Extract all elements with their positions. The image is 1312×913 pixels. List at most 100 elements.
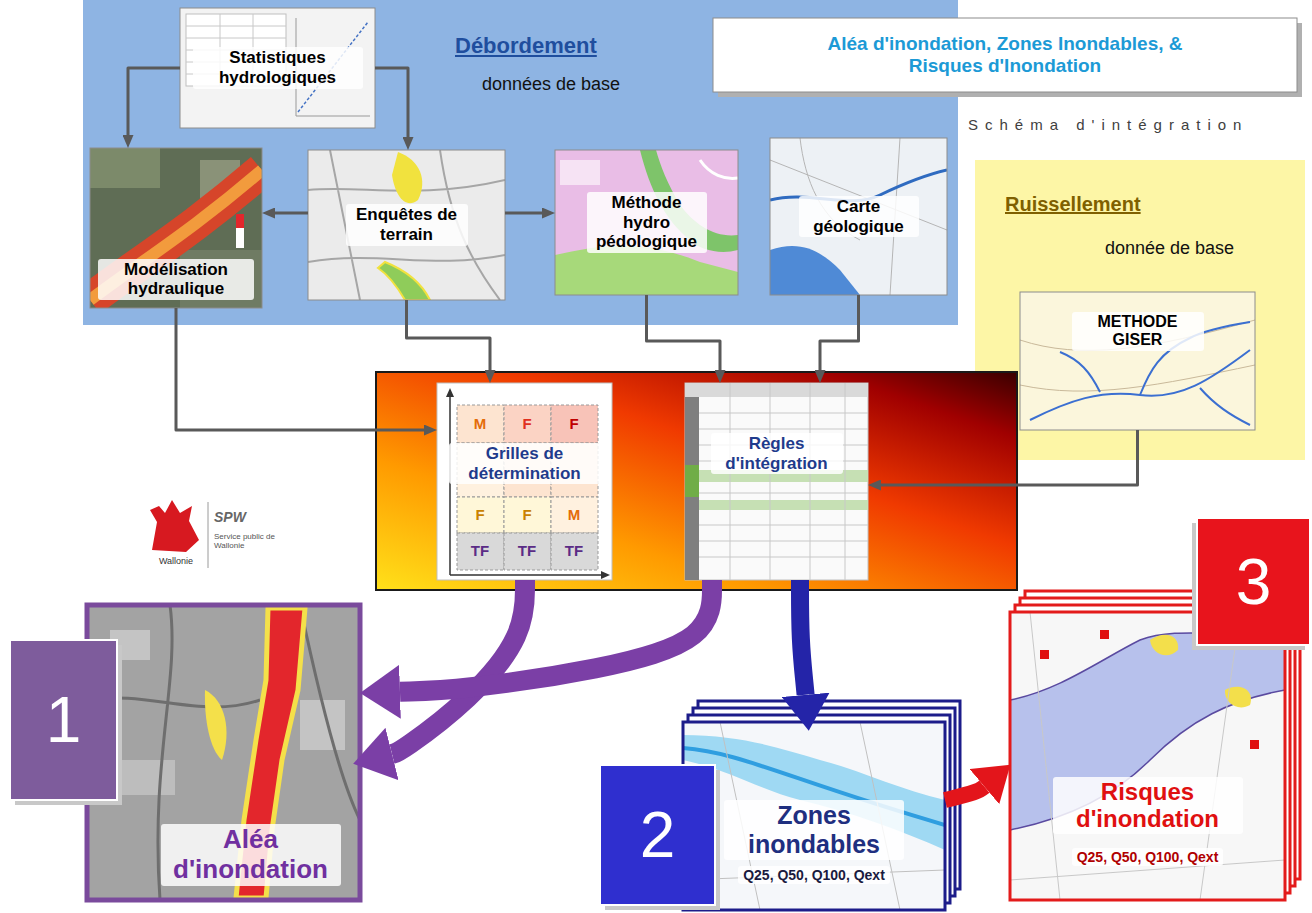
- risk-map-frame: [1010, 612, 1285, 900]
- soil-map-thumbnail: [560, 160, 600, 185]
- connector-arrow: [647, 295, 721, 370]
- hazard-map: [205, 690, 227, 760]
- determination-grid: [457, 533, 504, 570]
- connector-arrow: [881, 430, 1138, 485]
- title-frame: [713, 18, 1297, 92]
- data-thumbnail: Modélisation hydraulique: [90, 148, 262, 308]
- node-label: Modélisation hydraulique: [98, 259, 254, 300]
- connector-arrow: [505, 212, 542, 215]
- node-label: Ruissellement: [1005, 193, 1141, 216]
- determination-grid: [551, 533, 598, 570]
- grid-cell-letter: F: [552, 413, 596, 435]
- connector-arrow: [800, 580, 806, 695]
- node-label: Risques d'inondation: [1053, 777, 1243, 834]
- thumbnail-frame: [555, 150, 738, 295]
- node-sublabel: donnée de base: [1105, 238, 1234, 259]
- soil-map-thumbnail: [700, 160, 738, 178]
- geological-map-thumbnail: [770, 138, 947, 295]
- hydraulic-model-thumbnail: [90, 170, 262, 300]
- node-label: Statistiques hydrologiques: [193, 47, 363, 88]
- runoff-panel: Ruissellement donnée de baseMETHODE GISER: [975, 160, 1305, 460]
- thumbnail-frame: [1020, 292, 1255, 430]
- callout-number: 1: [10, 640, 117, 800]
- hazard-map: [87, 605, 360, 900]
- callout-box: [10, 640, 117, 800]
- wallonia-logo: [150, 500, 199, 552]
- data-thumbnail: Enquêtes de terrain: [308, 150, 505, 300]
- output-map: Aléa d'inondation: [87, 605, 360, 900]
- thumbnail-frame: [770, 138, 947, 295]
- node-label: METHODE GISER: [1072, 312, 1204, 351]
- logo-text: SPW: [214, 509, 246, 525]
- thumbnail-frame: [308, 150, 505, 300]
- callout-box: [10, 640, 122, 805]
- connector-arrow: [945, 787, 984, 800]
- determination-grid: [551, 405, 598, 443]
- data-thumbnail: Carte géologique: [770, 138, 947, 295]
- thumbnail-frame: [308, 150, 505, 300]
- hazard-map: [87, 605, 360, 900]
- geological-map-thumbnail: [770, 138, 947, 295]
- logo-text: Wallonie: [143, 556, 209, 566]
- thumbnail-frame: [90, 148, 262, 308]
- data-thumbnail: METHODE GISER: [1020, 292, 1255, 430]
- grid-cell-letter: M: [458, 413, 502, 435]
- hazard-map: [120, 760, 175, 795]
- thumbnail-frame: [555, 150, 738, 295]
- wallonia-logo: [208, 502, 209, 568]
- rules-table: [685, 383, 868, 580]
- rules-table: [685, 465, 699, 497]
- callout-box: [1192, 518, 1310, 650]
- node-label: Débordement: [455, 33, 597, 58]
- determination-grid: [504, 497, 551, 533]
- field-survey-thumbnail: [308, 150, 505, 300]
- rules-table: [699, 383, 868, 580]
- rules-table: [699, 500, 868, 510]
- risk-map: [1010, 612, 1285, 900]
- input-panel: Débordementdonnées de baseStatistiques h…: [83, 0, 958, 325]
- connector-arrow: [176, 308, 424, 430]
- callout-number: 3: [1197, 518, 1310, 645]
- determination-grid: [457, 497, 504, 533]
- node-label: Règles d'intégration: [711, 433, 843, 474]
- hydraulic-model-thumbnail: [236, 214, 244, 248]
- risk-map: [1010, 612, 1285, 900]
- soil-map-thumbnail: [555, 150, 738, 295]
- grid-cell-letter: TF: [552, 540, 596, 562]
- hydraulic-model-thumbnail: [90, 148, 262, 308]
- integration-box: [376, 372, 1017, 590]
- connector-arrow: [400, 580, 712, 692]
- logo-text: Service public de Wallonie: [214, 533, 276, 551]
- callout-number: 2: [600, 765, 715, 905]
- callout-box: [600, 765, 720, 910]
- node-label: Grilles de détermination: [449, 443, 601, 484]
- risk-map: [1100, 630, 1109, 639]
- subtitle: Schéma d'intégration: [968, 116, 1248, 133]
- flood-zone-map: [683, 722, 945, 910]
- runoff-panel: [975, 160, 1305, 460]
- node-sublabel: Q25, Q50, Q100, Qext: [1072, 848, 1224, 866]
- field-survey-thumbnail: [308, 150, 505, 300]
- grid-cell-letter: TF: [458, 540, 502, 562]
- hazard-frame: [87, 605, 360, 900]
- callout-box: [1197, 518, 1310, 645]
- grid-cell-letter: M: [552, 504, 596, 526]
- rules-table: [685, 383, 868, 397]
- hydraulic-model-thumbnail: [90, 148, 160, 188]
- determination-grid: [437, 383, 612, 580]
- determination-grid: [504, 405, 551, 443]
- connector-arrow: [375, 68, 408, 137]
- grid-cell-letter: F: [505, 413, 549, 435]
- risk-map: [1150, 635, 1178, 655]
- output-map: Risques d'inondationQ25, Q50, Q100, Qext: [1010, 612, 1285, 900]
- connector-arrow: [128, 68, 180, 135]
- thumbnail-frame: [770, 138, 947, 295]
- risk-map: [1250, 740, 1259, 749]
- node-label: Carte géologique: [799, 196, 919, 237]
- connector-arrow: [275, 212, 308, 215]
- field-survey-thumbnail: [378, 262, 430, 300]
- soil-map-thumbnail: [555, 246, 738, 295]
- hazard-map: [87, 605, 360, 900]
- node-sublabel: Q25, Q50, Q100, Qext: [738, 866, 890, 884]
